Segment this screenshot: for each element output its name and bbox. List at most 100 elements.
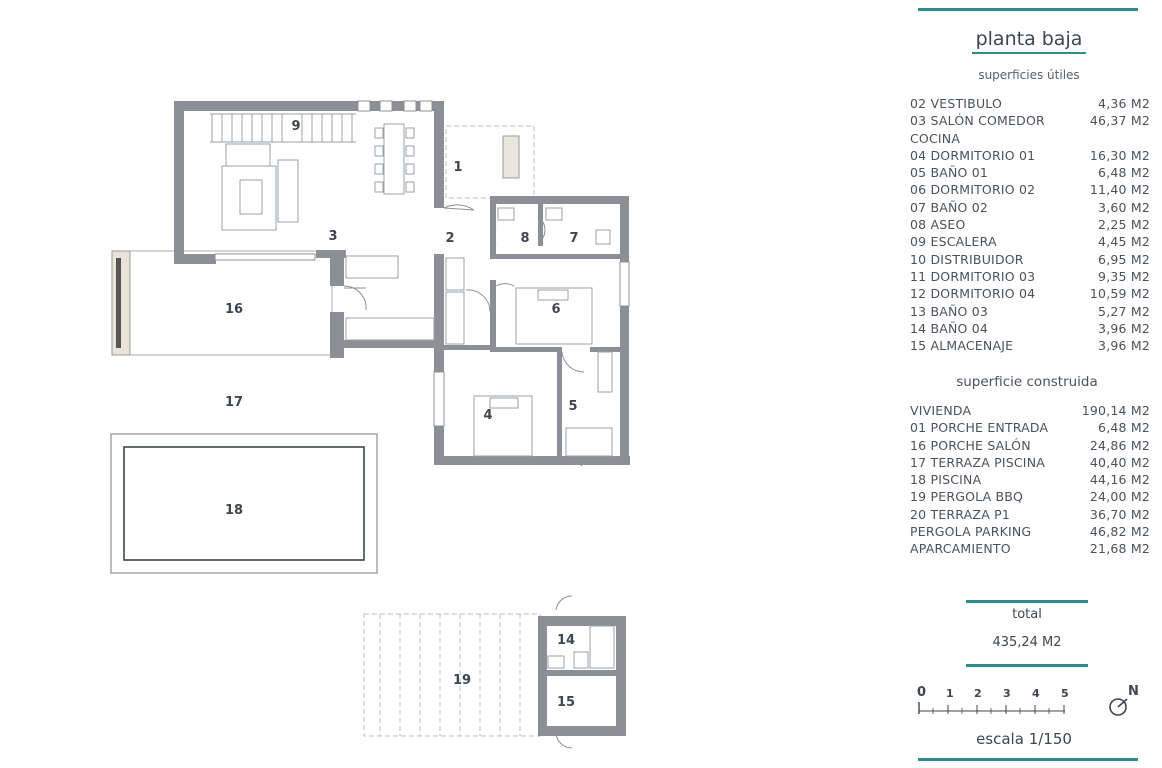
total-value: 435,24 M2 [992, 635, 1062, 650]
area-value: 5,27 M2 [1098, 303, 1150, 319]
area-row: 10 DISTRIBUIDOR 6,95 M2 [910, 251, 1150, 268]
room-label-5: 5 [568, 399, 577, 414]
area-name: 08 ASEO [910, 217, 966, 233]
legend-panel: planta baja superficies útiles 02 VESTIB… [900, 0, 1162, 768]
area-row: 04 DORMITORIO 01 16,30 M2 [910, 147, 1150, 164]
area-name: 05 BAÑO 01 [910, 165, 989, 181]
porch-16 [111, 250, 333, 356]
room-label-18: 18 [225, 503, 243, 518]
total-label: total [1012, 607, 1042, 622]
bottom-rule [918, 758, 1138, 761]
area-name: 12 DORMITORIO 04 [910, 286, 1036, 302]
area-name: 09 ESCALERA [910, 234, 997, 250]
scale-tick-4: 4 [1032, 687, 1040, 700]
area-name: VIVIENDA [910, 403, 972, 418]
area-row: 19 PERGOLA BBQ 24,00 M2 [910, 488, 1150, 505]
room-label-2: 2 [445, 231, 454, 246]
area-name: PERGOLA PARKING [910, 524, 1032, 540]
room-label-17: 17 [225, 395, 243, 410]
floor-plan: 1 2 3 4 5 6 7 8 9 14 15 16 17 18 19 [110, 100, 630, 749]
area-value: 21,68 M2 [1089, 541, 1150, 557]
service-block [538, 616, 626, 736]
room-label-14: 14 [557, 633, 575, 648]
area-value: 24,86 M2 [1089, 437, 1150, 453]
doors [343, 204, 585, 749]
area-name: 02 VESTIBULO [910, 96, 1003, 111]
area-value: 16,30 M2 [1089, 147, 1150, 163]
scale-tick-3: 3 [1003, 687, 1011, 700]
area-value: 2,25 M2 [1098, 217, 1150, 233]
area-name: 17 TERRAZA PISCINA [910, 454, 1045, 470]
area-row: 05 BAÑO 01 6,48 M2 [910, 164, 1150, 181]
room-labels: 1 2 3 4 5 6 7 8 9 14 15 16 17 18 19 [225, 119, 579, 710]
room-label-8: 8 [520, 231, 529, 246]
area-value: 6,48 M2 [1098, 165, 1150, 181]
staircase [210, 113, 356, 143]
area-row: 02 VESTIBULO 4,36 M2 [910, 95, 1150, 112]
area-value: 46,82 M2 [1089, 524, 1150, 540]
room-label-1: 1 [453, 160, 462, 175]
area-value: 4,36 M2 [1098, 96, 1150, 111]
area-value: 3,96 M2 [1098, 338, 1150, 354]
area-name: 01 PORCHE ENTRADA [910, 420, 1049, 436]
pool-18 [110, 433, 378, 574]
area-row: COCINA [910, 130, 1150, 147]
room-label-15: 15 [557, 695, 575, 710]
furniture [221, 123, 613, 457]
area-value: 6,48 M2 [1098, 420, 1150, 436]
scale-ruler [918, 702, 1065, 714]
scale-tick-2: 2 [974, 687, 982, 700]
windows [214, 100, 630, 427]
top-rule [918, 8, 1138, 11]
room-label-4: 4 [483, 408, 492, 423]
room-label-7: 7 [569, 231, 578, 246]
area-name: 04 DORMITORIO 01 [910, 147, 1036, 163]
area-row: 07 BAÑO 02 3,60 M2 [910, 199, 1150, 216]
area-name: 07 BAÑO 02 [910, 199, 989, 215]
room-label-6: 6 [551, 302, 560, 317]
area-value: 3,60 M2 [1098, 199, 1150, 215]
built-area-title: superficie construida [956, 374, 1098, 390]
scale-text: escala 1/150 [976, 730, 1072, 748]
area-value: 40,40 M2 [1089, 454, 1150, 470]
scale-tick-0: 0 [917, 685, 927, 700]
useful-areas-title: superficies útiles [978, 68, 1080, 82]
area-name: 18 PISCINA [910, 472, 982, 488]
area-name: 06 DORMITORIO 02 [910, 182, 1036, 198]
room-label-9: 9 [291, 119, 300, 134]
total-top-rule [966, 600, 1088, 603]
north-arrow-icon [1109, 698, 1128, 716]
area-row: PERGOLA PARKING 46,82 M2 [910, 523, 1150, 540]
area-value: 11,40 M2 [1089, 182, 1150, 198]
walls [174, 101, 630, 465]
area-row: 01 PORCHE ENTRADA 6,48 M2 [910, 419, 1150, 436]
area-value: 10,59 M2 [1089, 286, 1150, 302]
floor-title: planta baja [900, 28, 1158, 54]
area-value: 190,14 M2 [1081, 403, 1150, 418]
area-row: 12 DORMITORIO 04 10,59 M2 [910, 285, 1150, 302]
planter [502, 135, 520, 179]
area-value: 4,45 M2 [1098, 234, 1150, 250]
north-label: N [1128, 684, 1139, 699]
room-label-3: 3 [328, 229, 337, 244]
area-name: 10 DISTRIBUIDOR [910, 251, 1024, 267]
total-bottom-rule [966, 664, 1088, 667]
area-row: APARCAMIENTO 21,68 M2 [910, 540, 1150, 557]
area-name: 19 PERGOLA BBQ [910, 489, 1024, 505]
area-value: 44,16 M2 [1089, 472, 1150, 488]
service-fixtures [547, 625, 615, 669]
floor-title-text: planta baja [971, 28, 1087, 54]
area-row: 17 TERRAZA PISCINA 40,40 M2 [910, 454, 1150, 471]
area-row: 06 DORMITORIO 02 11,40 M2 [910, 181, 1150, 198]
pergola-19 [363, 613, 541, 737]
area-value: 24,00 M2 [1089, 489, 1150, 505]
area-name: APARCAMIENTO [910, 541, 1011, 557]
area-name: 11 DORMITORIO 03 [910, 268, 1036, 284]
area-value: 6,95 M2 [1098, 251, 1150, 267]
